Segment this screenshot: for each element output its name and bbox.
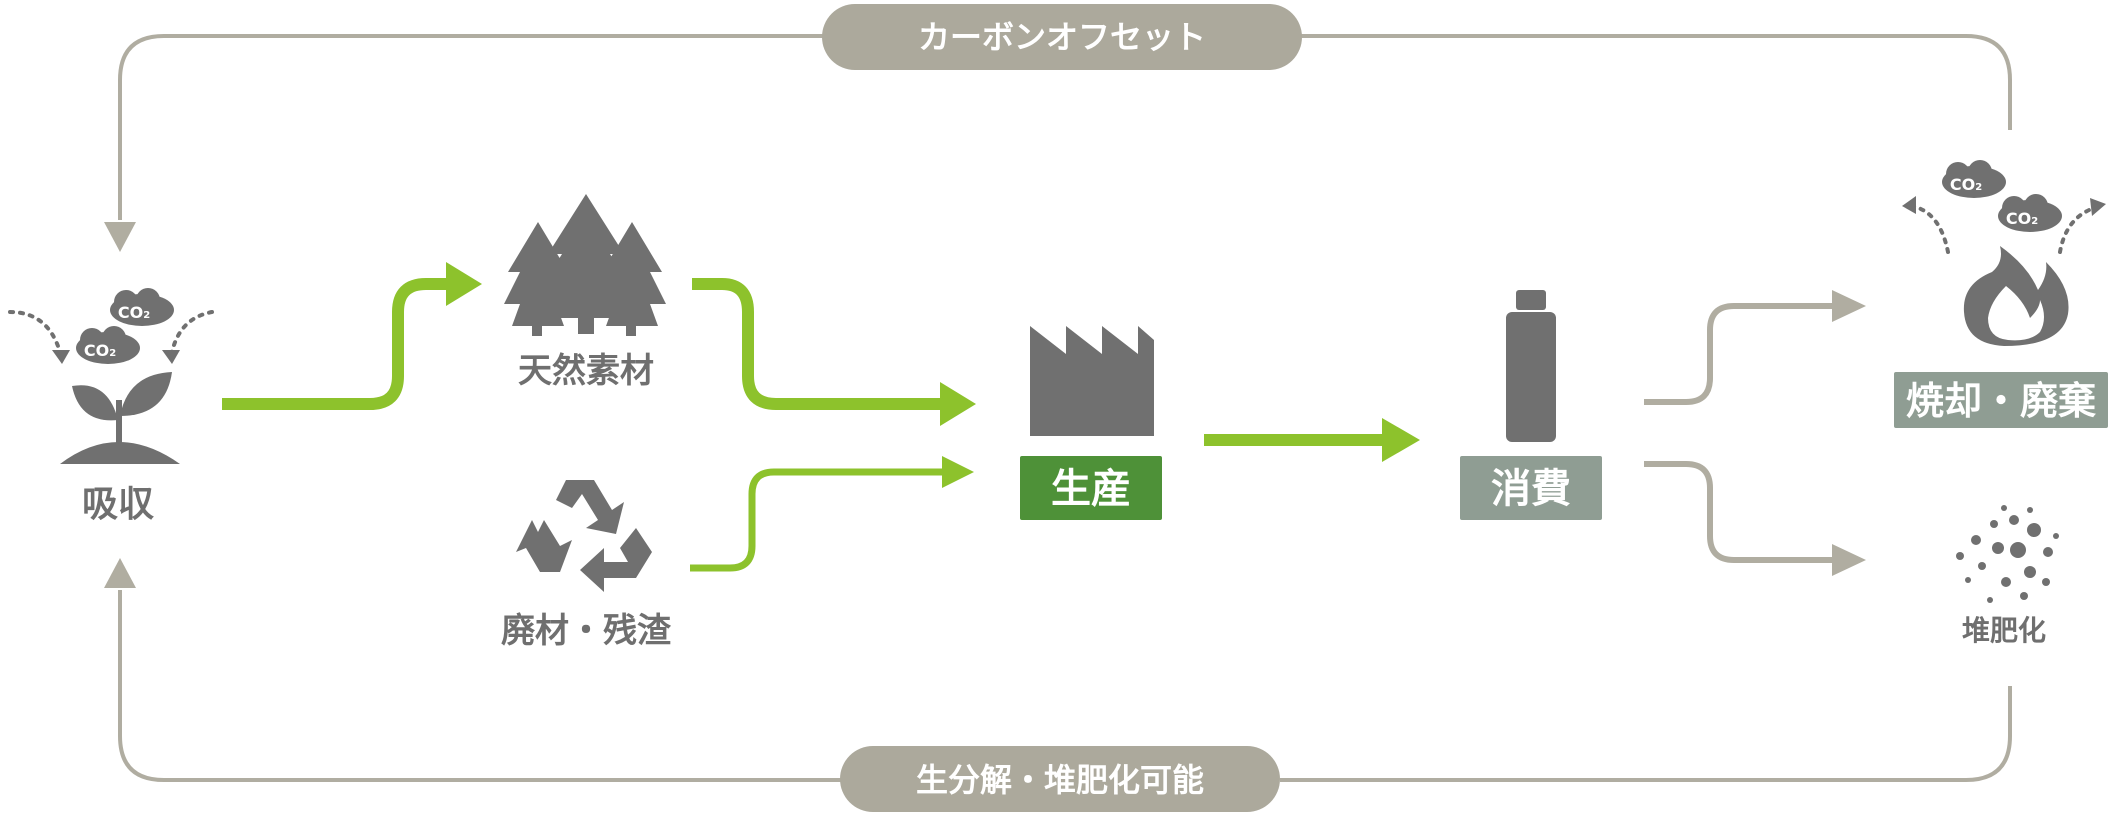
- fire-icon: [1963, 246, 2069, 346]
- svg-text:CO2: CO2: [1950, 175, 1982, 194]
- co2-inflow-left-dotted: [8, 310, 62, 354]
- waste-residue-label: 廃材・残渣: [501, 611, 672, 651]
- absorb-node: CO2 CO2 吸収: [8, 288, 214, 525]
- composting-label: 堆肥化: [1962, 614, 2046, 647]
- compost-icon: [1956, 505, 2059, 603]
- natural-materials-label: 天然素材: [518, 351, 654, 391]
- composting-node: 堆肥化: [1956, 505, 2059, 647]
- sprout-icon: [60, 372, 180, 464]
- incineration-box: [1894, 372, 2108, 428]
- incineration-label: 焼却・廃棄: [1906, 379, 2096, 423]
- green-flow-waste-to-production: [690, 456, 974, 572]
- co2-cloud-icon: CO2: [1942, 160, 2006, 198]
- co2-inflow-right-dotted: [170, 310, 214, 354]
- trees-icon: [504, 194, 666, 336]
- co2-cloud-icon: CO2: [1998, 194, 2062, 232]
- bottle-icon: [1506, 290, 1556, 442]
- carbon-offset-pill: カーボンオフセット: [822, 4, 1302, 70]
- biodegradable-pill: 生分解・堆肥化可能: [840, 746, 1280, 812]
- biodegradable-label: 生分解・堆肥化可能: [916, 761, 1204, 799]
- absorb-arrowhead-top: [104, 222, 136, 252]
- consumption-node: 消費: [1460, 290, 1602, 520]
- consumption-label: 消費: [1491, 466, 1571, 512]
- co2-cloud-icon: CO2: [110, 288, 174, 326]
- waste-residue-node: 廃材・残渣: [501, 480, 672, 651]
- green-flow-production-to-consumption: [1204, 418, 1420, 462]
- co2-outflow-left-dotted: [1910, 204, 1950, 254]
- svg-text:CO2: CO2: [84, 341, 116, 360]
- svg-text:CO2: CO2: [118, 303, 150, 322]
- gray-flow-to-incineration: [1644, 290, 1866, 405]
- biodegradable-cycle-line: [118, 590, 2012, 782]
- absorb-label: 吸収: [82, 484, 154, 525]
- production-label: 生産: [1051, 466, 1131, 512]
- co2-cloud-icon: CO2: [76, 326, 140, 364]
- svg-text:CO2: CO2: [2006, 209, 2038, 228]
- gray-flow-to-composting: [1644, 461, 1866, 576]
- green-flow-absorb-to-natural: [222, 262, 482, 410]
- production-node: 生産: [1020, 326, 1162, 520]
- carbon-offset-cycle-line: [118, 34, 2012, 220]
- production-box: [1020, 456, 1162, 520]
- carbon-offset-label: カーボンオフセット: [918, 18, 1206, 56]
- incineration-node: CO2 CO2 焼却・廃棄: [1894, 160, 2108, 428]
- absorb-arrowhead-bottom: [104, 558, 136, 588]
- co2-outflow-right-dotted: [2058, 206, 2096, 254]
- natural-materials-node: 天然素材: [504, 194, 666, 391]
- consumption-box: [1460, 456, 1602, 520]
- recycle-icon: [516, 480, 652, 592]
- green-flow-natural-to-production: [692, 278, 976, 426]
- factory-icon: [1030, 326, 1154, 436]
